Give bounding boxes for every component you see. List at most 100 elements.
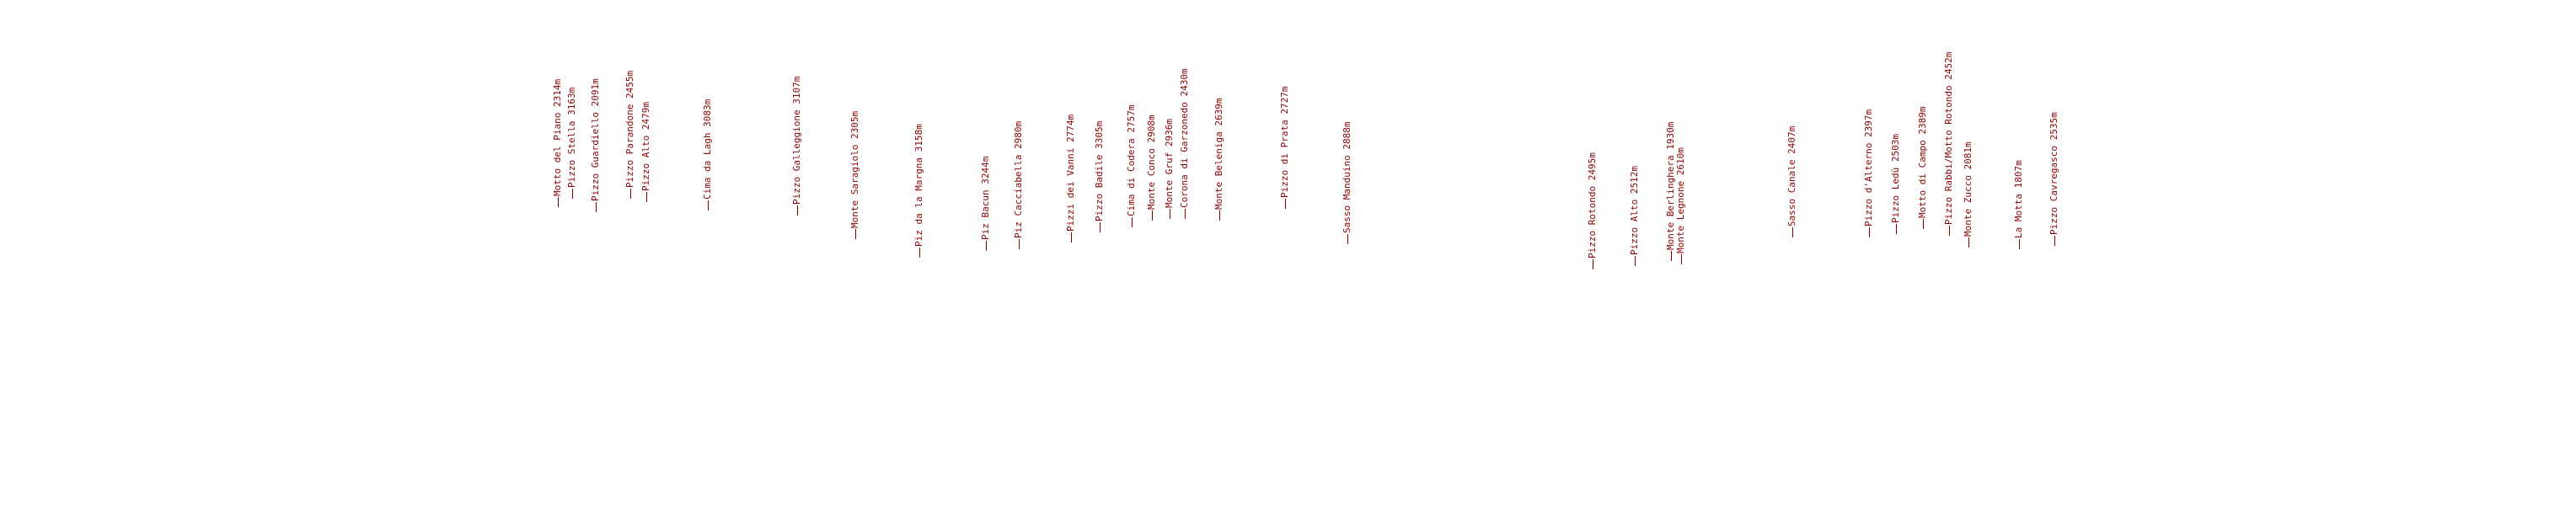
peak-elevation: 3107m — [791, 76, 802, 104]
peak-label: Sasso Canale 2407m — [1786, 125, 1797, 237]
peak-name: Pizzo Rotondo — [1587, 185, 1598, 258]
peak-elevation: 2091m — [590, 78, 601, 107]
peak-label: Pizzo Cavregasco 2535m — [2048, 112, 2059, 246]
peak-marker-line — [1791, 227, 1793, 237]
peak-elevation: 2081m — [1963, 141, 1974, 170]
peak-name: Motto di Campo — [1917, 140, 1928, 218]
peak-elevation: 2512m — [1629, 166, 1640, 194]
peak-marker-line — [1634, 256, 1636, 266]
peak-label: Pizzo Parandone 2455m — [624, 70, 635, 199]
peak-marker-line — [2018, 239, 2020, 249]
peak-marker-line — [1131, 217, 1133, 227]
peak-elevation: 2430m — [1179, 68, 1190, 97]
peak-name: Pizzi dei Vanni — [1065, 147, 1076, 232]
peak-elevation: 3083m — [702, 99, 713, 127]
peak-elevation: 2888m — [1342, 121, 1352, 150]
peak-label: La Motta 1807m — [2013, 160, 2024, 249]
peak-marker-line — [1151, 210, 1153, 221]
peak-marker-line — [1070, 232, 1072, 242]
peak-marker-line — [1218, 210, 1220, 221]
peak-marker-line — [796, 205, 798, 216]
peak-marker-line — [645, 192, 647, 202]
peak-label: Piz Cacciabella 2980m — [1013, 121, 1024, 249]
peak-elevation: 2455m — [624, 70, 635, 99]
peak-elevation: 2610m — [1675, 147, 1686, 176]
peak-label: Pizzo Alto 2512m — [1629, 166, 1640, 266]
peak-elevation: 1807m — [2013, 160, 2024, 189]
peak-name: Monte Legnone — [1675, 180, 1686, 253]
peak-elevation: 2389m — [1917, 106, 1928, 135]
peak-marker-line — [571, 189, 573, 199]
peak-elevation: 2503m — [1890, 134, 1901, 162]
peak-marker-line — [1670, 251, 1672, 261]
peak-name: Pizzo Cavregasco — [2048, 146, 2059, 235]
peak-elevation: 2757m — [1126, 104, 1137, 133]
peak-marker-line — [1948, 226, 1950, 236]
peak-name: Pizzo d'Alterno — [1863, 142, 1874, 226]
peak-name: Monte Conco — [1146, 148, 1157, 210]
peak-label: Piz da la Margna 3158m — [913, 124, 924, 258]
peak-name: La Motta — [2013, 194, 2024, 238]
peak-marker-line — [1895, 224, 1897, 234]
peak-name: Pizzo Alto — [640, 135, 651, 191]
peak-marker-line — [1868, 227, 1870, 237]
peak-marker-line — [595, 202, 597, 212]
peak-name: Piz Cacciabella — [1013, 154, 1024, 238]
peak-label: Pizzo di Prata 2727m — [1279, 86, 1290, 209]
peak-name: Pizzo Stella — [566, 120, 577, 188]
peak-elevation: 3305m — [1094, 120, 1105, 149]
peak-name: Corona di Garzonedo — [1179, 102, 1190, 208]
peak-elevation: 2936m — [1164, 119, 1175, 147]
peak-label: Monte Conco 2908m — [1146, 115, 1157, 221]
peak-name: Piz Bacun — [980, 189, 991, 240]
peak-name: Piz da la Margna — [913, 157, 924, 247]
peak-label: Pizzi dei Vanni 2774m — [1065, 115, 1076, 242]
peak-name: Sasso Manduino — [1342, 155, 1352, 233]
peak-elevation: 3158m — [913, 124, 924, 152]
peak-elevation: 2908m — [1146, 115, 1157, 143]
peak-marker-line — [557, 197, 559, 207]
peak-name: Cima da Lagh — [702, 132, 713, 200]
peak-label: Monte Legnone 2610m — [1675, 147, 1686, 264]
peak-name: Monte Saragiolo — [849, 144, 860, 228]
peak-marker-line — [1099, 222, 1101, 232]
peak-marker-line — [1922, 219, 1924, 229]
peak-label: Monte Zucco 2081m — [1963, 141, 1974, 248]
peak-marker-line — [1018, 239, 1020, 249]
peak-label: Monte Saragiolo 2305m — [849, 111, 860, 239]
peak-name: Pizzo Rabbi/Motto Rotondo — [1943, 85, 1954, 225]
peak-label: Pizzo Ledù 2503m — [1890, 134, 1901, 234]
peak-label: Corona di Garzonedo 2430m — [1179, 68, 1190, 219]
peak-elevation: 2535m — [2048, 112, 2059, 141]
peak-marker-line — [1680, 254, 1682, 264]
peak-name: Pizzo Ledù — [1890, 167, 1901, 223]
peak-elevation: 2397m — [1863, 109, 1874, 138]
peak-marker-line — [1347, 234, 1348, 244]
peak-label: Pizzo Rabbi/Motto Rotondo 2452m — [1943, 51, 1954, 236]
peak-marker-line — [918, 248, 920, 258]
peak-label: Monte Beleniga 2639m — [1213, 99, 1224, 221]
peak-name: Sasso Canale — [1786, 159, 1797, 226]
peak-name: Monte Gruf — [1164, 152, 1175, 208]
peak-elevation: 2407m — [1786, 125, 1797, 154]
peak-name: Pizzo Parandone — [624, 104, 635, 188]
peak-name: Motto del Piano — [552, 112, 563, 196]
peak-name: Monte Zucco — [1963, 175, 1974, 237]
peak-name: Pizzo Alto — [1629, 199, 1640, 255]
peak-marker-line — [629, 189, 631, 199]
peak-elevation: 2452m — [1943, 51, 1954, 80]
peak-marker-line — [1284, 199, 1286, 209]
peak-label: Pizzo Rotondo 2495m — [1587, 152, 1598, 269]
peak-marker-line — [1968, 237, 1969, 248]
peak-elevation: 3244m — [980, 156, 991, 184]
peak-name: Pizzo Guardiello — [590, 112, 601, 201]
peak-name: Monte Beleniga — [1213, 131, 1224, 210]
peak-marker-line — [854, 229, 856, 239]
peak-elevation: 2727m — [1279, 86, 1290, 115]
peak-marker-line — [985, 241, 987, 251]
peak-name: Pizzo di Prata — [1279, 120, 1290, 198]
peak-name: Pizzo Badile — [1094, 154, 1105, 221]
peak-marker-line — [707, 200, 709, 210]
peak-label: Cima da Lagh 3083m — [702, 99, 713, 210]
